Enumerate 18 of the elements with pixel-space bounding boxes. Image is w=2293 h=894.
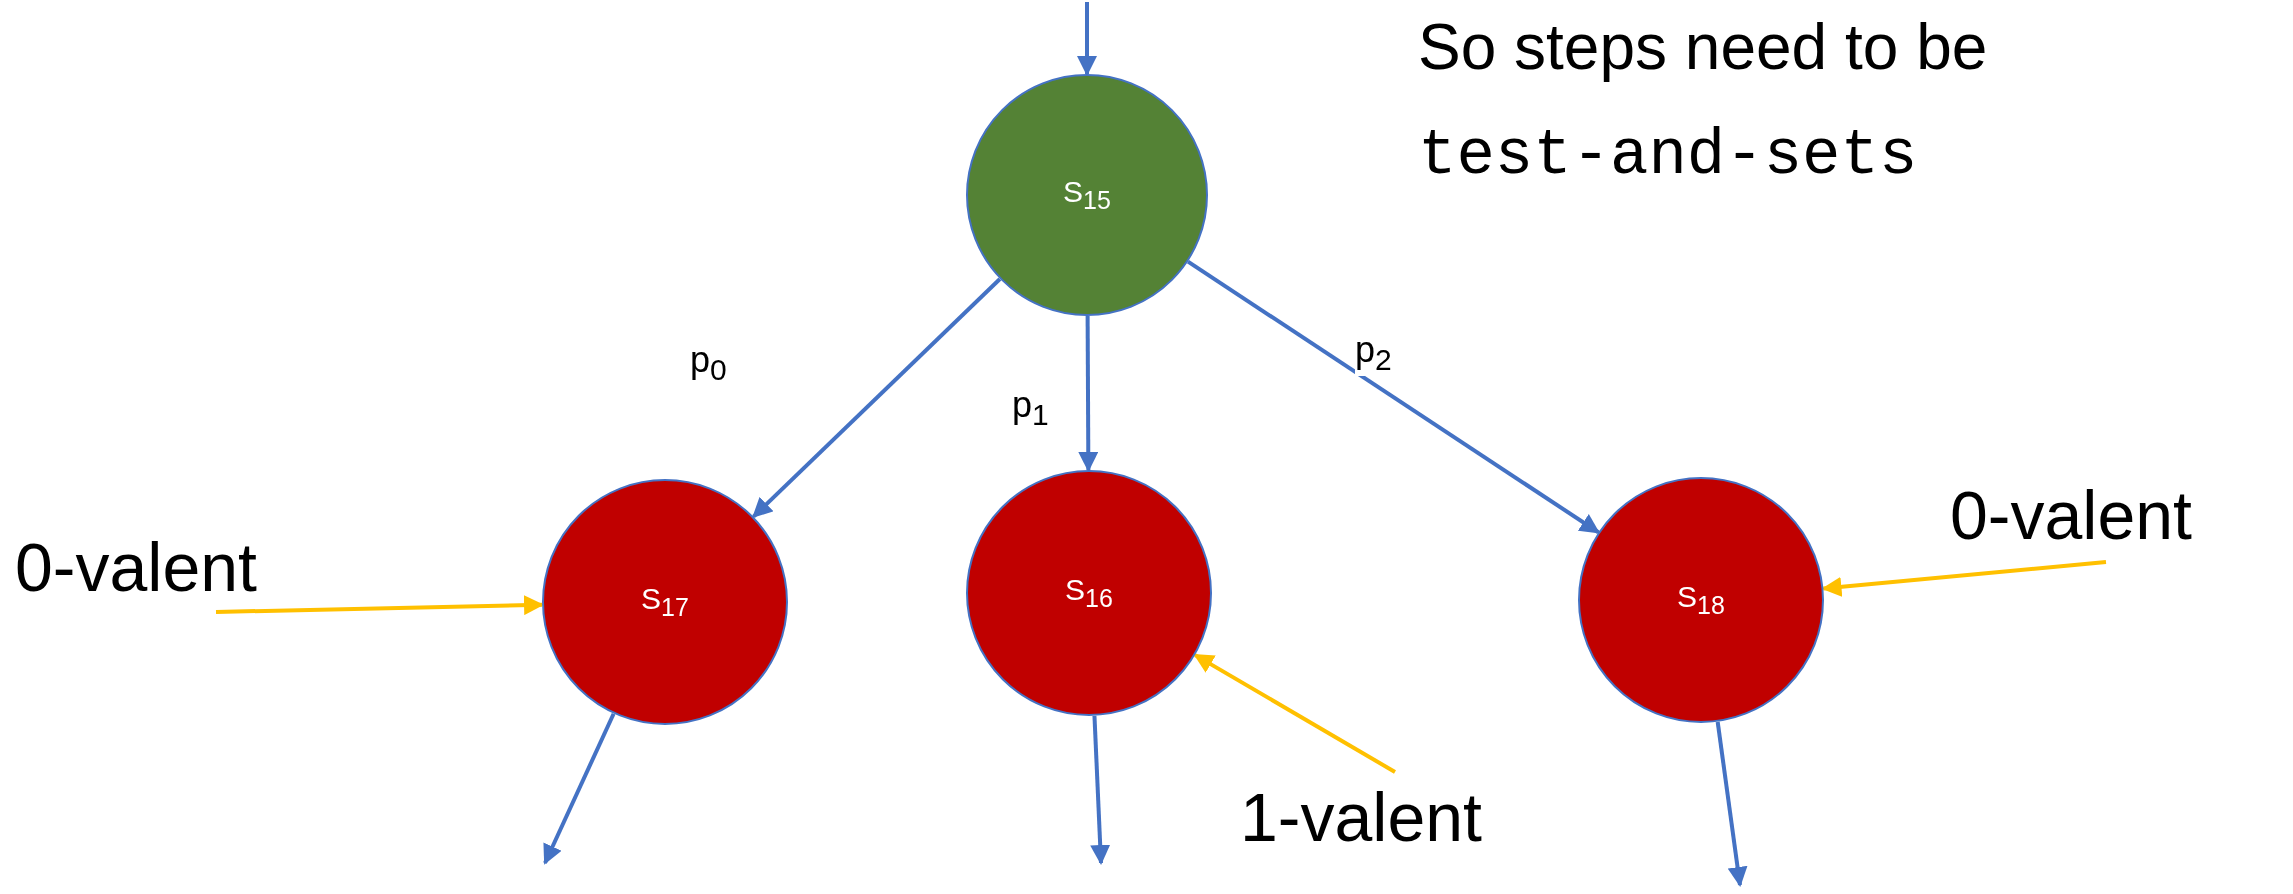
state-label: S$_{15}$: [1063, 175, 1111, 215]
arrow: [1193, 653, 1396, 774]
valency-label: 1-valent: [1240, 772, 1482, 862]
note-text: So steps need to be: [1418, 10, 1988, 84]
valency-label: 0-valent: [15, 522, 257, 612]
arrow: [752, 277, 1002, 519]
valency-label: 0-valent: [1950, 470, 2192, 560]
state-label: S$_{17}$: [641, 582, 689, 622]
arrow: [543, 712, 616, 865]
arrow: [1186, 259, 1600, 534]
arrow: [1821, 560, 2107, 597]
arrow: [1078, 316, 1099, 472]
state-label: S$_{18}$: [1677, 580, 1725, 620]
note-text: test-and-sets: [1418, 120, 1918, 192]
arrow: [1715, 721, 1748, 887]
state-label: S$_{16}$: [1065, 573, 1113, 613]
arrow: [1090, 715, 1111, 865]
arrow: [1077, 2, 1097, 76]
